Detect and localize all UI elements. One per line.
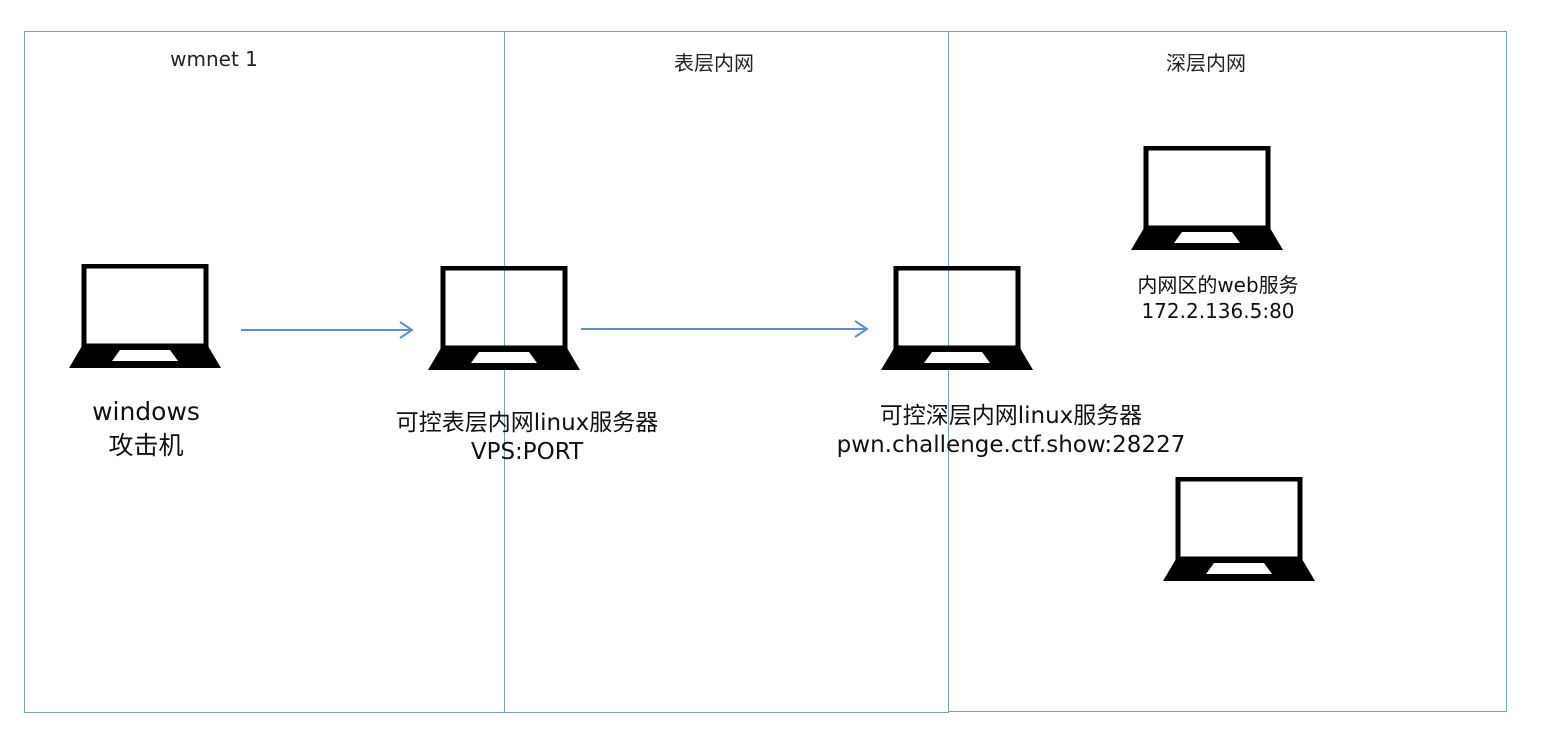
- zone-deep-title: 深层内网: [1166, 51, 1246, 75]
- web-service-label: 内网区的web服务 172.2.136.5:80: [1137, 272, 1298, 324]
- laptop-icon: [428, 266, 580, 370]
- attacker-label-line1: windows: [92, 397, 200, 426]
- web-service-label-line2: 172.2.136.5:80: [1141, 299, 1295, 323]
- arrow-attacker-to-surface: [241, 321, 414, 339]
- deep-server-label: 可控深层内网linux服务器 pwn.challenge.ctf.show:28…: [837, 402, 1186, 460]
- web-service-label-line1: 内网区的web服务: [1137, 273, 1299, 297]
- laptop-icon: [1163, 477, 1315, 581]
- surface-server-label-line2: VPS:PORT: [470, 439, 584, 465]
- surface-server-label: 可控表层内网linux服务器 VPS:PORT: [396, 409, 659, 467]
- attacker-label: windows 攻击机: [92, 395, 200, 463]
- zone-deep-intranet: [948, 31, 1507, 712]
- deep-server-label-line1: 可控深层内网linux服务器: [879, 403, 1143, 429]
- arrow-surface-to-deep: [581, 320, 869, 338]
- laptop-icon: [69, 264, 221, 368]
- surface-server-label-line1: 可控表层内网linux服务器: [395, 410, 659, 436]
- zone-surface-title: 表层内网: [674, 51, 754, 75]
- deep-server-label-line2: pwn.challenge.ctf.show:28227: [836, 432, 1186, 458]
- zone-wmnet-title: wmnet 1: [170, 47, 258, 71]
- laptop-icon: [881, 266, 1033, 370]
- laptop-icon: [1131, 146, 1283, 250]
- attacker-label-line2: 攻击机: [108, 431, 184, 460]
